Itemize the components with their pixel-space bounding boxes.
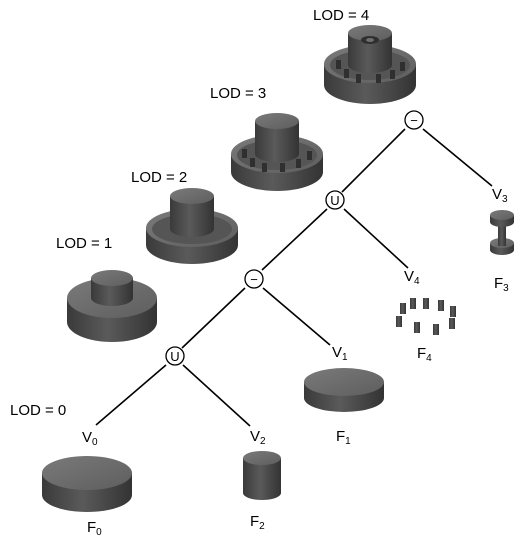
operator-union-lower-circle [165, 346, 185, 366]
v2-label: V2 [250, 428, 266, 447]
operator-diff-middle-label: − [250, 272, 258, 287]
operator-root-label: − [410, 113, 418, 128]
lod-1-label: LOD = 1 [56, 235, 112, 252]
solid-lod3 [231, 113, 323, 191]
edge-union-lower-v2 [182, 364, 251, 427]
operator-union-lower: U [165, 346, 185, 366]
edge-union-upper-diff-middle [261, 208, 328, 271]
f4-label: F4 [417, 345, 432, 364]
operator-diff-middle-circle [244, 269, 264, 289]
operator-union-upper-circle [325, 190, 345, 210]
f2-label: F2 [250, 513, 265, 532]
v1-label: V1 [332, 344, 348, 363]
edge-union-upper-v4 [343, 208, 409, 269]
edge-diff-middle-v1 [262, 287, 331, 346]
operator-diff-middle: − [244, 269, 264, 289]
lod-3-label: LOD = 3 [210, 85, 266, 102]
lod-4-label: LOD = 4 [313, 7, 369, 24]
v4-label: V4 [404, 268, 420, 287]
solid-lod4 [324, 25, 416, 104]
solid-f2-cylinder [243, 451, 281, 500]
solid-f3-spool [490, 210, 514, 255]
operator-root-circle [404, 110, 424, 130]
f3-label: F3 [494, 275, 509, 294]
operator-union-upper: U [325, 190, 345, 210]
operator-union-upper-label: U [330, 193, 339, 208]
lod-2-label: LOD = 2 [131, 169, 187, 186]
edge-diff-middle-union-lower [181, 287, 246, 349]
solid-lod2 [146, 188, 238, 264]
solid-f1-disc [304, 368, 384, 412]
edge-root-union-upper [341, 128, 406, 193]
edge-union-lower-v0 [95, 364, 167, 426]
operator-union-lower-label: U [170, 349, 179, 364]
f0-label: F0 [87, 519, 102, 538]
v3-label: V3 [492, 186, 508, 205]
lod-0-label: LOD = 0 [10, 402, 66, 419]
solid-f4-pegs [396, 298, 456, 335]
f1-label: F1 [336, 428, 351, 447]
v0-label: V0 [82, 429, 98, 448]
edge-root-v3 [422, 128, 493, 187]
solid-f0-disc [42, 456, 132, 512]
solid-lod1 [67, 270, 157, 342]
tree-edges [95, 128, 493, 427]
operator-root: − [404, 110, 424, 130]
